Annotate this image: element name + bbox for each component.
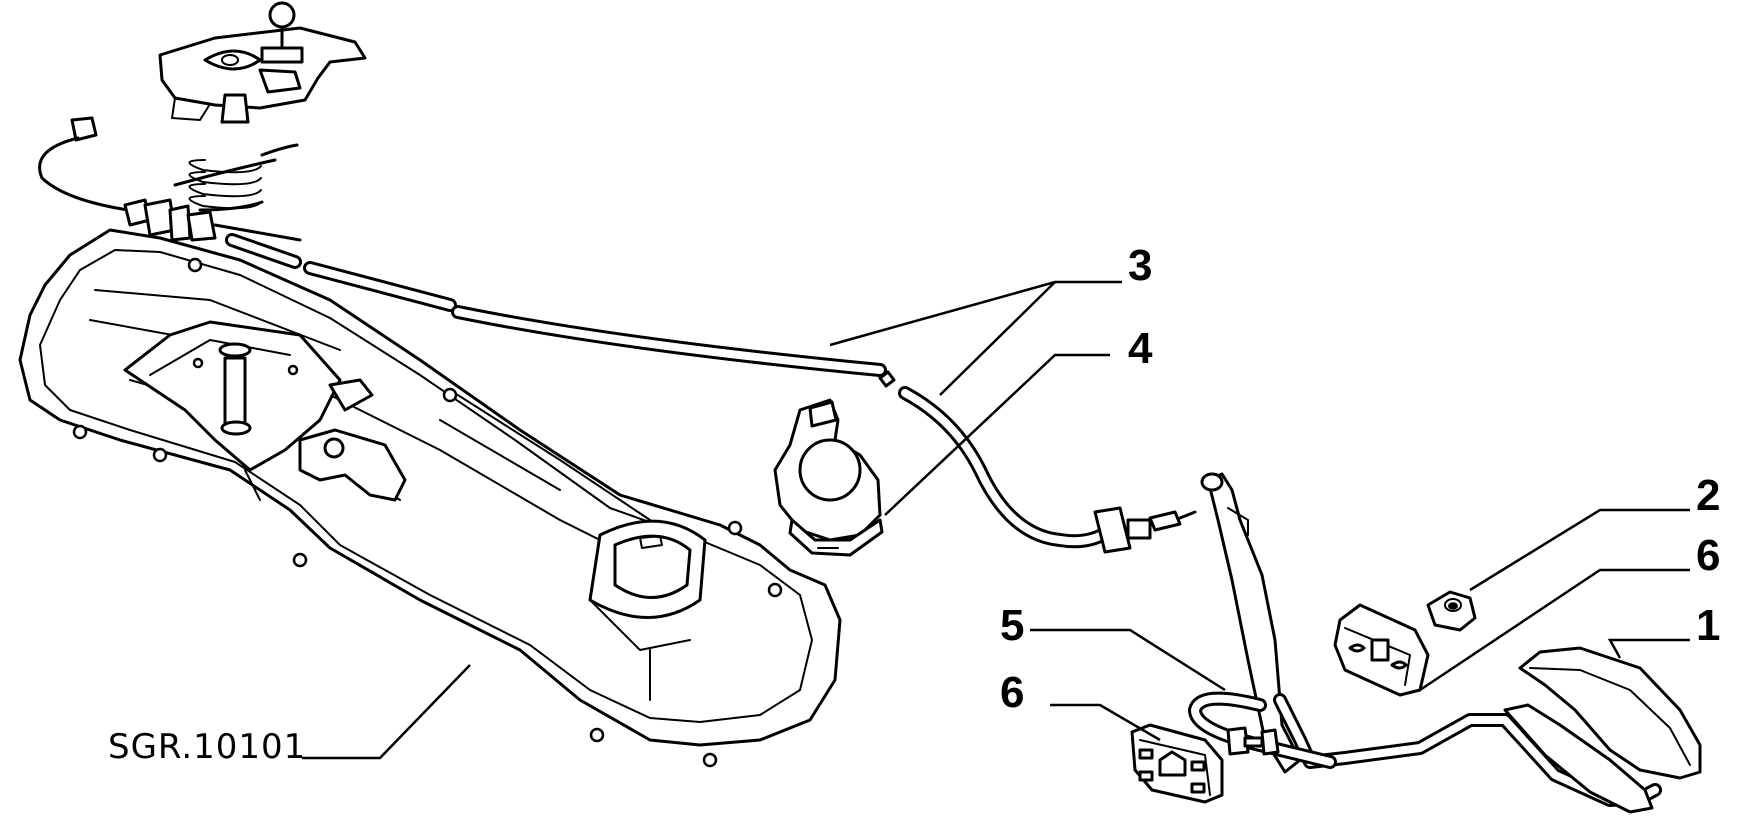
valve-cover: [18, 228, 842, 768]
callout-6-upper: 6: [1696, 531, 1720, 580]
return-spring: [173, 143, 299, 212]
accelerator-cable: [38, 116, 1197, 554]
callout-3: 3: [1128, 241, 1152, 290]
leader-lines: [302, 280, 1690, 760]
accelerator-pedal-lever: [1188, 472, 1662, 807]
callouts: 3 4 2 6 1 5 6: [1000, 241, 1720, 717]
callout-5: 5: [1000, 601, 1024, 650]
rubber-pad-lower: [1130, 723, 1224, 804]
throttle-lever-assembly: [158, 1, 367, 124]
callout-6-lower: 6: [1000, 668, 1024, 717]
callout-2: 2: [1696, 471, 1720, 520]
cable-clip: [773, 398, 884, 557]
callout-4: 4: [1128, 324, 1153, 373]
rubber-pad-upper: [1333, 603, 1430, 697]
reference-code: SGR.10101: [108, 727, 306, 767]
callout-1: 1: [1696, 601, 1720, 650]
nut: [1426, 590, 1477, 632]
pedal-pad: [1503, 646, 1702, 814]
